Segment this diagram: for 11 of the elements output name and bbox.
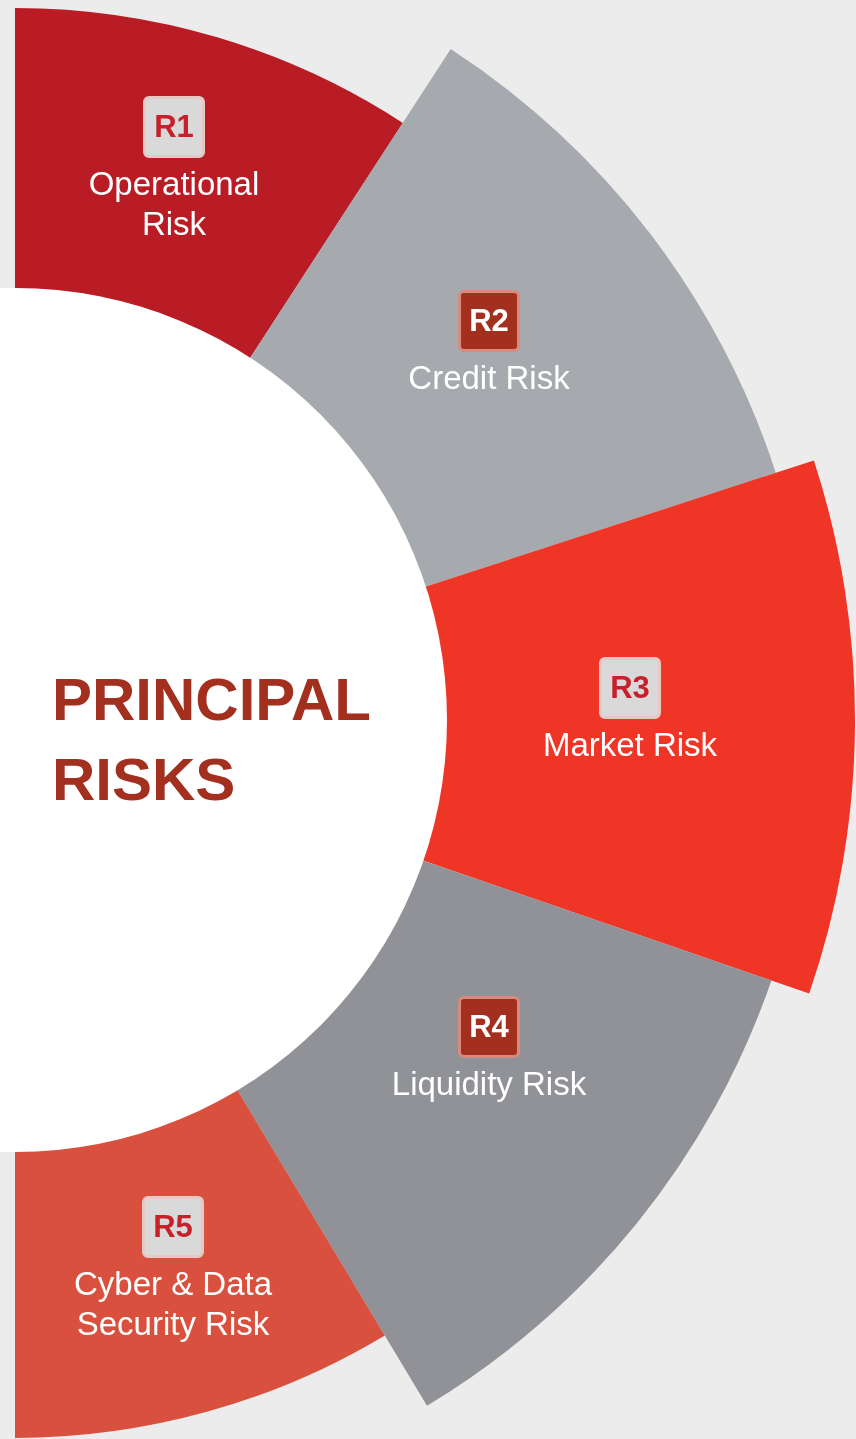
risk-code-tag: R1	[143, 96, 205, 158]
risk-label: Liquidity Risk	[390, 1064, 588, 1104]
risk-code-tag: R5	[142, 1196, 204, 1258]
diagram-heading: PRINCIPAL RISKS	[52, 665, 371, 815]
risk-label: Credit Risk	[407, 358, 571, 398]
risk-label: Operational Risk	[87, 164, 261, 244]
risk-code-tag: R4	[458, 996, 520, 1058]
risk-code-tag: R2	[458, 290, 520, 352]
risk-label: Market Risk	[541, 725, 719, 765]
risk-code-tag: R3	[599, 657, 661, 719]
risk-label: Cyber & Data Security Risk	[72, 1264, 274, 1344]
